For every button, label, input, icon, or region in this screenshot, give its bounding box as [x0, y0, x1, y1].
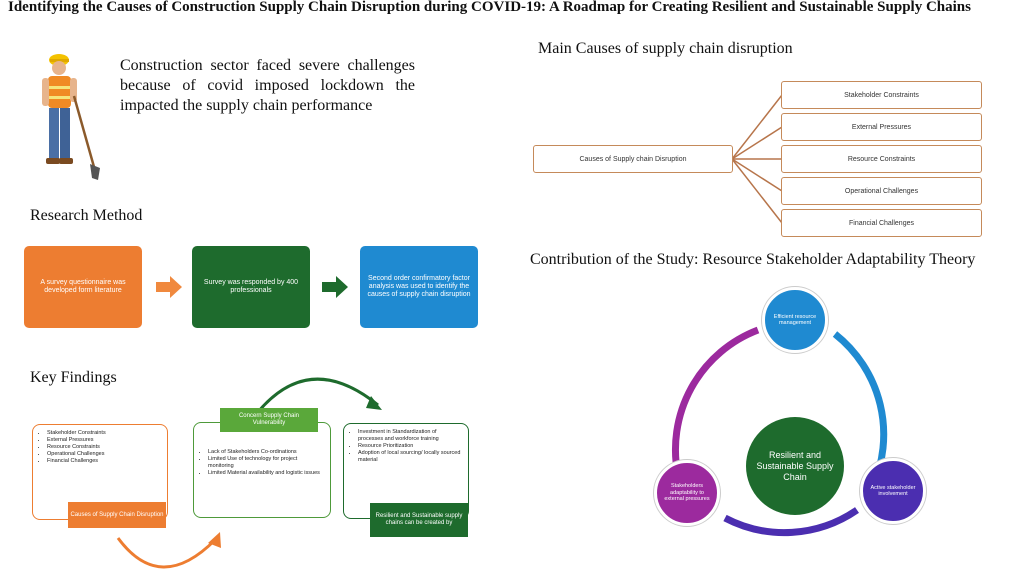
causes-heading: Main Causes of supply chain disruption	[538, 40, 793, 57]
causes-root: Causes of Supply chain Disruption	[533, 145, 733, 173]
findings-tag-resilience: Resilient and Sustainable supply chains …	[370, 503, 468, 537]
cycle-node-stakeholder: Active stakeholder involvement	[860, 458, 926, 524]
finding-item: Operational Challenges	[47, 451, 161, 458]
cause-item: Stakeholder Constraints	[781, 81, 982, 109]
finding-item: Adoption of local sourcing/ locally sour…	[358, 450, 462, 464]
method-step-3: Second order confirmatory factor analysi…	[360, 246, 478, 328]
findings-tag-vulnerability: Concern Supply Chain Vulnerability	[220, 408, 318, 432]
cause-item: Financial Challenges	[781, 209, 982, 237]
key-findings-connectors	[116, 377, 382, 569]
findings-card-vulnerability: Lack of Stakeholders Co-ordinations Limi…	[193, 422, 331, 518]
contribution-heading: Contribution of the Study: Resource Stak…	[530, 251, 976, 268]
finding-item: Resource Constraints	[47, 444, 161, 451]
intro-text: Construction sector faced severe challen…	[120, 57, 415, 114]
finding-item: Lack of Stakeholders Co-ordinations	[208, 449, 324, 456]
finding-item: Investment in Standardization of process…	[358, 429, 462, 443]
key-findings-heading: Key Findings	[30, 369, 117, 386]
cycle-node-adaptability: Stakeholders adaptability to external pr…	[654, 460, 720, 526]
page-title: Identifying the Causes of Construction S…	[8, 0, 971, 15]
research-method-heading: Research Method	[30, 207, 143, 224]
method-step-2: Survey was responded by 400 professional…	[192, 246, 310, 328]
finding-item: External Pressures	[47, 437, 161, 444]
cause-item: Resource Constraints	[781, 145, 982, 173]
construction-worker-illustration	[42, 54, 100, 180]
cause-item: External Pressures	[781, 113, 982, 141]
arrow-right-icon	[322, 276, 348, 298]
cycle-node-resource: Efficient resource management	[762, 287, 828, 353]
finding-item: Limited Use of technology for project mo…	[208, 456, 324, 470]
finding-item: Stakeholder Constraints	[47, 430, 161, 437]
cause-item: Operational Challenges	[781, 177, 982, 205]
finding-item: Limited Material availability and logist…	[208, 470, 324, 477]
causes-connectors	[731, 94, 783, 224]
finding-item: Resource Prioritization	[358, 443, 462, 450]
method-step-1: A survey questionnaire was developed for…	[24, 246, 142, 328]
arrow-right-icon	[156, 276, 182, 298]
cycle-center: Resilient and Sustainable Supply Chain	[746, 417, 844, 515]
findings-tag-causes: Causes of Supply Chain Disruption	[68, 502, 166, 528]
finding-item: Financial Challenges	[47, 458, 161, 465]
